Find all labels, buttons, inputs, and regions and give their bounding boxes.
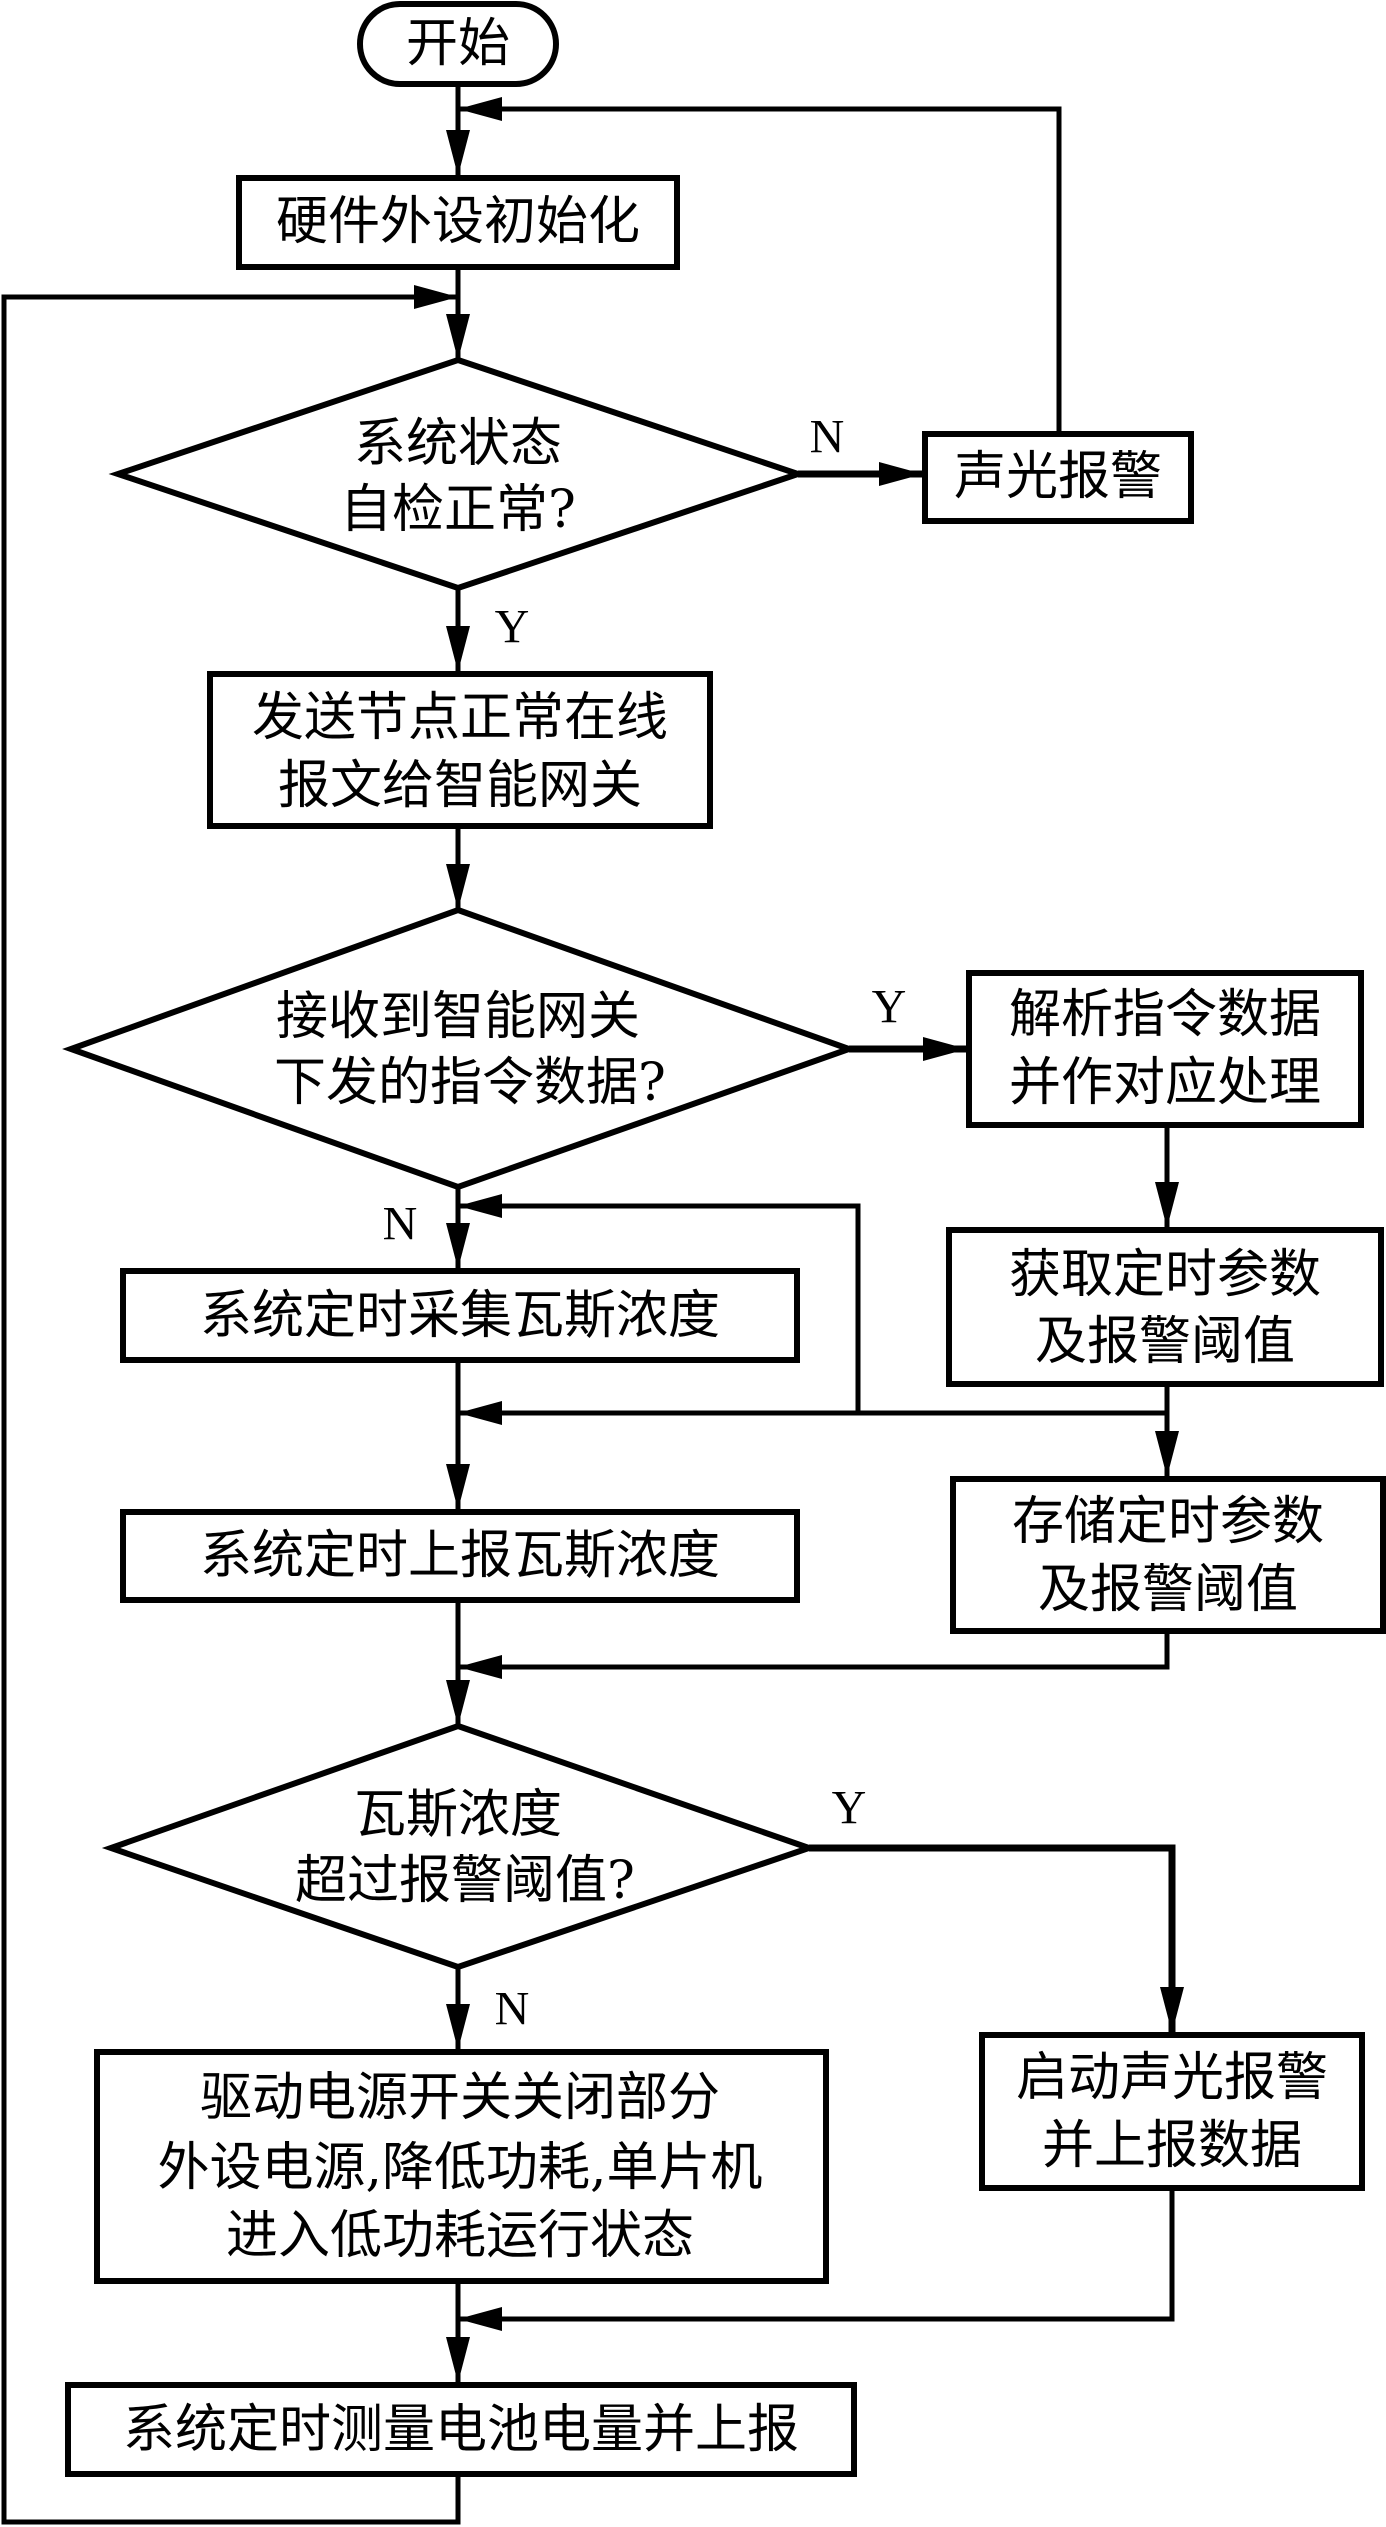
node-alarm2-line2: 并上报数据 [1042,2116,1302,2176]
node-battery-label: 系统定时测量电池电量并上报 [123,2400,799,2460]
arrowhead-down-icon [446,2004,470,2050]
node-threshold-line1: 瓦斯浓度 [354,1785,562,1845]
node-alarm2-line1: 启动声光报警 [1016,2048,1328,2108]
arrowhead-down-icon [1155,1431,1179,1477]
node-low-power: 驱动电源开关关闭部分 外设电源,降低功耗,单片机 进入低功耗运行状态 [94,2049,829,2284]
node-store-params: 存储定时参数 及报警阈值 [950,1476,1386,1634]
node-low-power-line3: 进入低功耗运行状态 [226,2206,694,2266]
node-init: 硬件外设初始化 [236,175,680,270]
arrowhead-down-icon [1155,1182,1179,1228]
node-alarm1: 声光报警 [922,431,1194,524]
arrowhead-left-icon [458,97,502,121]
arrowhead-right-icon [923,1037,967,1061]
node-battery: 系统定时测量电池电量并上报 [65,2382,857,2477]
node-store-params-line2: 及报警阈值 [1038,1560,1298,1620]
node-low-power-line2: 外设电源,降低功耗,单片机 [157,2138,762,2198]
arrowhead-left-icon [458,1655,502,1679]
arrowhead-left-icon [458,1194,502,1218]
node-recv-cmd-line2: 下发的指令数据? [274,1053,666,1113]
node-parse-cmd-line1: 解析指令数据 [1009,985,1321,1045]
edge-alarm1-return [458,106,1062,432]
node-collect-label: 系统定时采集瓦斯浓度 [200,1286,720,1346]
arrowhead-down-icon [446,1464,470,1510]
node-low-power-line1: 驱动电源开关关闭部分 [200,2068,720,2128]
label-threshold-no: N [495,1983,530,2036]
label-self-check-no: N [810,411,845,464]
node-parse-cmd: 解析指令数据 并作对应处理 [966,970,1364,1128]
arrowhead-right-icon [879,462,923,486]
node-recv-cmd-line1: 接收到智能网关 [276,987,640,1047]
edge-battery-loop [1,294,461,2525]
node-self-check: 系统状态 自检正常? [108,356,808,592]
node-report-label: 系统定时上报瓦斯浓度 [200,1526,720,1586]
arrowhead-left-icon [458,1401,502,1425]
node-threshold: 瓦斯浓度 超过报警阈值? [101,1722,819,1971]
node-collect: 系统定时采集瓦斯浓度 [120,1268,800,1363]
node-start-label: 开始 [406,14,510,74]
node-get-params: 获取定时参数 及报警阈值 [946,1227,1384,1387]
node-get-params-line2: 及报警阈值 [1035,1312,1295,1372]
node-alarm2: 启动声光报警 并上报数据 [979,2032,1365,2191]
edge-threshold-alarm2 [809,1844,1176,2033]
arrowhead-down-icon [446,864,470,910]
arrowhead-down-icon [446,130,470,176]
label-recv-cmd-yes: Y [872,981,907,1034]
node-start: 开始 [357,1,559,87]
edge-store-merge [458,1632,1170,1670]
node-self-check-line2: 自检正常? [340,480,576,540]
arrowhead-down-icon [446,626,470,672]
arrowhead-down-icon [446,314,470,360]
node-parse-cmd-line2: 并作对应处理 [1009,1053,1321,1113]
node-get-params-line1: 获取定时参数 [1009,1245,1321,1305]
node-self-check-line1: 系统状态 [354,414,562,474]
node-report: 系统定时上报瓦斯浓度 [120,1509,800,1603]
arrowhead-left-icon [458,2307,502,2331]
edge-getparams-to-collect [458,1203,861,1413]
arrowhead-right-icon [414,285,458,309]
arrowhead-down-icon [446,1680,470,1726]
label-threshold-yes: Y [832,1782,867,1835]
edge-alarm2-merge [458,2189,1175,2322]
label-recv-cmd-no: N [383,1198,418,1251]
arrowhead-down-icon [1160,1987,1184,2033]
arrowheads [414,97,1184,2383]
arrowhead-down-icon [446,1223,470,1269]
node-store-params-line1: 存储定时参数 [1012,1492,1324,1552]
node-init-label: 硬件外设初始化 [276,192,640,252]
arrowhead-down-icon [446,2337,470,2383]
node-alarm1-label: 声光报警 [954,447,1162,507]
node-recv-cmd: 接收到智能网关 下发的指令数据? [62,906,858,1191]
node-send-online-line2: 报文给智能网关 [278,756,642,816]
node-send-online-line1: 发送节点正常在线 [252,688,668,748]
node-threshold-line2: 超过报警阈值? [295,1851,635,1911]
node-send-online: 发送节点正常在线 报文给智能网关 [207,671,713,829]
label-self-check-yes: Y [495,601,530,654]
